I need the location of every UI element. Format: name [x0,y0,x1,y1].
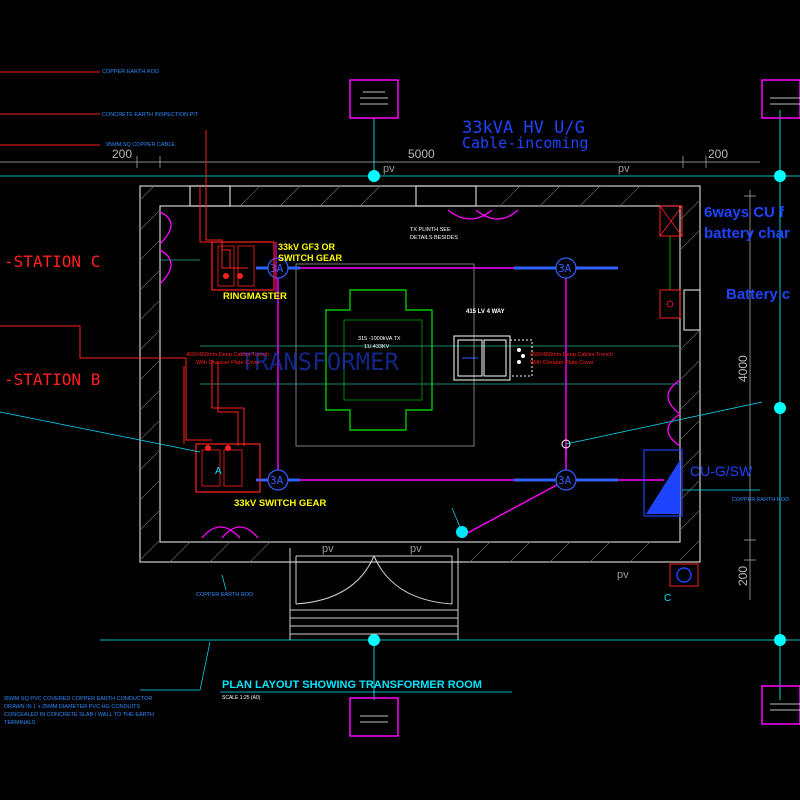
label-switchgear-top-1: 33kV GF3 OR [278,242,336,252]
drawing-title: PLAN LAYOUT SHOWING TRANSFORMER ROOM [222,679,482,691]
label-station-c: -STATION C [4,252,100,271]
label-hv-cable-2: Cable-incoming [462,134,588,152]
cu-gsw-panel [643,449,683,517]
label-lv-panel: 415 LV 4 WAY [466,309,505,315]
light-tag: 3A [270,474,284,487]
hv-cable-routes [0,71,248,446]
note-conductor-3: CONCEALED IN CONCRETE SLAB / WALL TO THE… [4,712,154,718]
note-conductor-2: DRAWN IN 1 x 25MM DIAMETER PVC HG CONDUI… [4,704,140,710]
label-tx-rating-1: 315 -1000kVA TX [358,336,401,342]
label-inspection-pit: CONCRETE EARTH INSPECTION PIT [102,112,199,118]
dim-right: 200 [708,147,728,161]
annotations: COPPER EARTH ROD CONCRETE EARTH INSPECTI… [4,69,790,726]
grid-bubble [349,697,399,737]
label-trench-left-1: 450X450mm Deep Cables Trench [186,352,269,358]
dimensions [0,156,760,600]
grid-bubble [761,685,800,725]
label-tx-plinth-2: DETAILS BESIDES [410,235,458,241]
pv-tag: pv [410,543,422,555]
label-ringmaster: RINGMASTER [223,291,287,302]
grid-node [368,634,380,646]
label-hv-cable-1: 33kVA HV U/G [462,118,585,138]
label-trench-right-1: 450X450mm Deep Cables Trench [530,352,613,358]
leader-lines [0,401,763,691]
wall-switch [561,439,571,449]
switchgear-top [211,241,277,292]
light-fitting: 3A [256,469,300,491]
pv-tag: pv [617,569,629,581]
transformer-plinth [295,263,475,447]
pv-tag: pv [383,163,395,175]
label-battery-charger: battery char [704,225,790,242]
pv-tag: pv [618,163,630,175]
label-trench-left-2: With Chequer Plate Cover [196,360,260,366]
grid-bubble [349,79,399,119]
dimension-texts: 200 5000 200 4000 200 [112,147,750,586]
consumer-unit [659,205,683,319]
grid-node [774,402,786,414]
earth-electrodes [159,209,681,539]
label-copper-earth-rod: COPPER EARTH ROD [102,69,159,75]
label-earth-rod-right: COPPER EARTH ROD [732,497,789,503]
label-switchgear-top-2: SWITCH GEAR [278,253,342,263]
grid-node [774,634,786,646]
light-fitting: 3A [514,469,618,491]
wall-hatch [139,185,701,563]
label-trench-right-2: With Chequer Plate Cover [530,360,594,366]
note-conductor-4: TERMINALS [4,720,36,726]
grid-bubble [761,79,800,119]
label-copper-cable: 95MM SQ COPPER CABLE [106,142,175,148]
pv-tags: pv pv pv pv pv [322,163,630,581]
light-tag: 3A [558,262,572,275]
dim-main: 5000 [408,147,435,161]
grid-bubbles [349,79,800,737]
building-walls [139,185,701,563]
switchgear-bottom [195,443,261,493]
grid-node [368,170,380,182]
pv-tag: pv [322,543,334,555]
label-battery: Battery c [726,286,790,303]
label-switchgear-bottom: 33kV SWITCH GEAR [234,498,327,509]
cable-trench [160,259,680,385]
grid-node [774,170,786,182]
label-earth-rod-bottom: COPPER EARTH ROD [196,592,253,598]
dim-vertical-small: 200 [736,566,750,586]
light-fitting: 3A [256,257,300,279]
label-switchgear-bottom-tag: A [215,466,222,477]
label-tx-rating-2: 11/.433KV [364,344,390,350]
drawing-scale: SCALE 1:25 (A0) [222,695,261,701]
light-fittings: 3A 3A 3A 3A [256,257,618,538]
light-fitting: 3A [514,257,618,279]
inspection-pit [669,563,699,587]
dim-left: 200 [112,147,132,161]
light-tag: 3A [558,474,572,487]
label-station-b: -STATION B [4,370,100,389]
label-transformer-ghost: TRANSFORMER [240,348,399,376]
lv-panel [453,335,533,381]
entrance-door [289,548,459,640]
label-cu: 6ways CU f [704,204,785,221]
label-tx-plinth-1: TX PLINTH SEE [410,227,451,233]
light-tag: 3A [270,262,284,275]
note-conductor-1: 95MM SQ PVC COVERED COPPER EARTH CONDUCT… [4,696,152,702]
label-pit-tag: C [664,593,671,604]
label-cu-gsw: CU-G/SW [690,463,753,479]
dim-vertical-main: 4000 [736,355,750,382]
